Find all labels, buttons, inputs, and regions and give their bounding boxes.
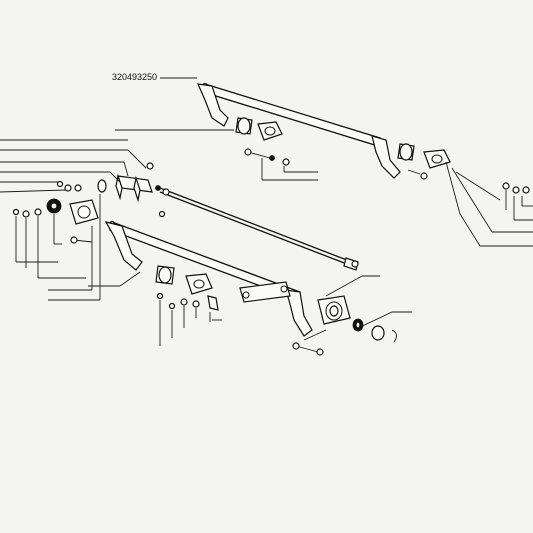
upper-left-bearing-hole: [264, 126, 276, 136]
lower-clip: [207, 295, 219, 311]
lower-leader-lines: [159, 275, 412, 346]
upper-leader-lines: [115, 129, 533, 247]
centre-bracket: [115, 162, 170, 218]
upper-bolt-head: [244, 148, 252, 156]
left-fastener-group: [12, 179, 107, 244]
connecting-rod-shaft: [159, 187, 353, 263]
lower-linkage-assembly: [104, 220, 397, 356]
bracket-washer: [155, 185, 161, 191]
upper-right-pivot-bush-face: [399, 143, 413, 161]
rod-end-nut: [351, 260, 359, 268]
left-leader-lines: [0, 139, 147, 301]
upper-bolt-shank: [247, 151, 271, 159]
lower-right-circlip: [391, 329, 397, 343]
upper-nut: [282, 158, 290, 166]
lower-nut: [316, 348, 324, 356]
left-small-washer: [12, 208, 20, 216]
lower-left-crank-arm: [104, 221, 143, 271]
right-edge-small-parts: [502, 182, 533, 221]
upper-right-crank-arm: [371, 135, 401, 179]
lower-left-screw: [156, 292, 164, 300]
lever-link-hole-left: [242, 291, 250, 299]
left-nut-1: [22, 210, 30, 218]
left-bearing-block-hole: [77, 205, 91, 219]
lower-left-washer: [192, 300, 200, 308]
lower-bolt-shank: [295, 345, 319, 353]
upper-right-bearing-hole: [431, 154, 443, 164]
upper-washer: [269, 155, 275, 161]
lever-link-hole-right: [280, 285, 288, 293]
lower-right-washer: [371, 325, 385, 341]
lower-left-nut: [180, 298, 188, 306]
upper-crossbar-tube: [202, 83, 381, 147]
bracket-nut: [162, 188, 170, 196]
bracket-small-screw: [158, 210, 166, 218]
upper-right-nut: [420, 172, 428, 180]
lower-right-crank-arm: [285, 289, 313, 337]
connecting-rod: [159, 187, 359, 271]
connecting-rod-shaft-lower: [159, 191, 353, 267]
upper-right-bolt-shank: [407, 169, 421, 175]
left-bolt-head: [70, 236, 78, 244]
upper-left-pivot-bush-face: [237, 117, 251, 135]
upper-left-crank-arm: [197, 83, 229, 127]
upper-linkage-assembly: [197, 82, 451, 180]
lower-left-pivot-bush-face: [158, 266, 172, 284]
part-number-label: 320493250: [112, 72, 157, 82]
bracket-bolt: [146, 162, 154, 170]
lower-lever-link: [239, 281, 291, 303]
lower-left-bearing-hole: [193, 279, 205, 289]
left-nut-2: [34, 208, 42, 216]
lower-bolt-head: [292, 342, 300, 350]
